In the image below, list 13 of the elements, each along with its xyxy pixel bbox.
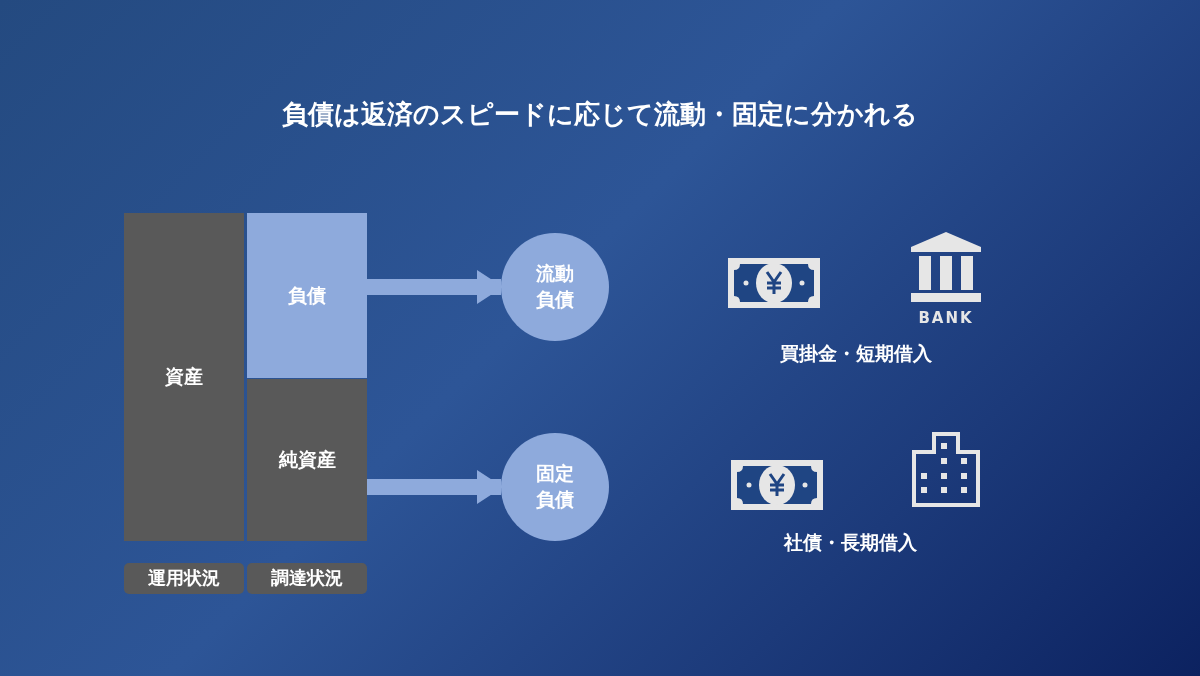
- tag-label: 運用状況: [124, 563, 244, 594]
- balance-sheet-block: 純資産: [247, 379, 367, 541]
- title: 負債は返済のスピードに応じて流動・固定に分かれる: [281, 98, 919, 131]
- caption: 買掛金・短期借入: [780, 341, 932, 366]
- circle-node: 固定負債: [501, 433, 609, 541]
- balance-sheet-block: 負債: [247, 213, 367, 378]
- tag-label: 調達状況: [247, 563, 367, 594]
- bank-sign-text: BANK: [918, 309, 974, 327]
- balance-sheet-block: 資産: [124, 213, 244, 541]
- arrow: [367, 470, 503, 504]
- circle-node: 流動負債: [501, 233, 609, 341]
- caption: 社債・長期借入: [783, 530, 917, 555]
- arrow: [367, 270, 503, 304]
